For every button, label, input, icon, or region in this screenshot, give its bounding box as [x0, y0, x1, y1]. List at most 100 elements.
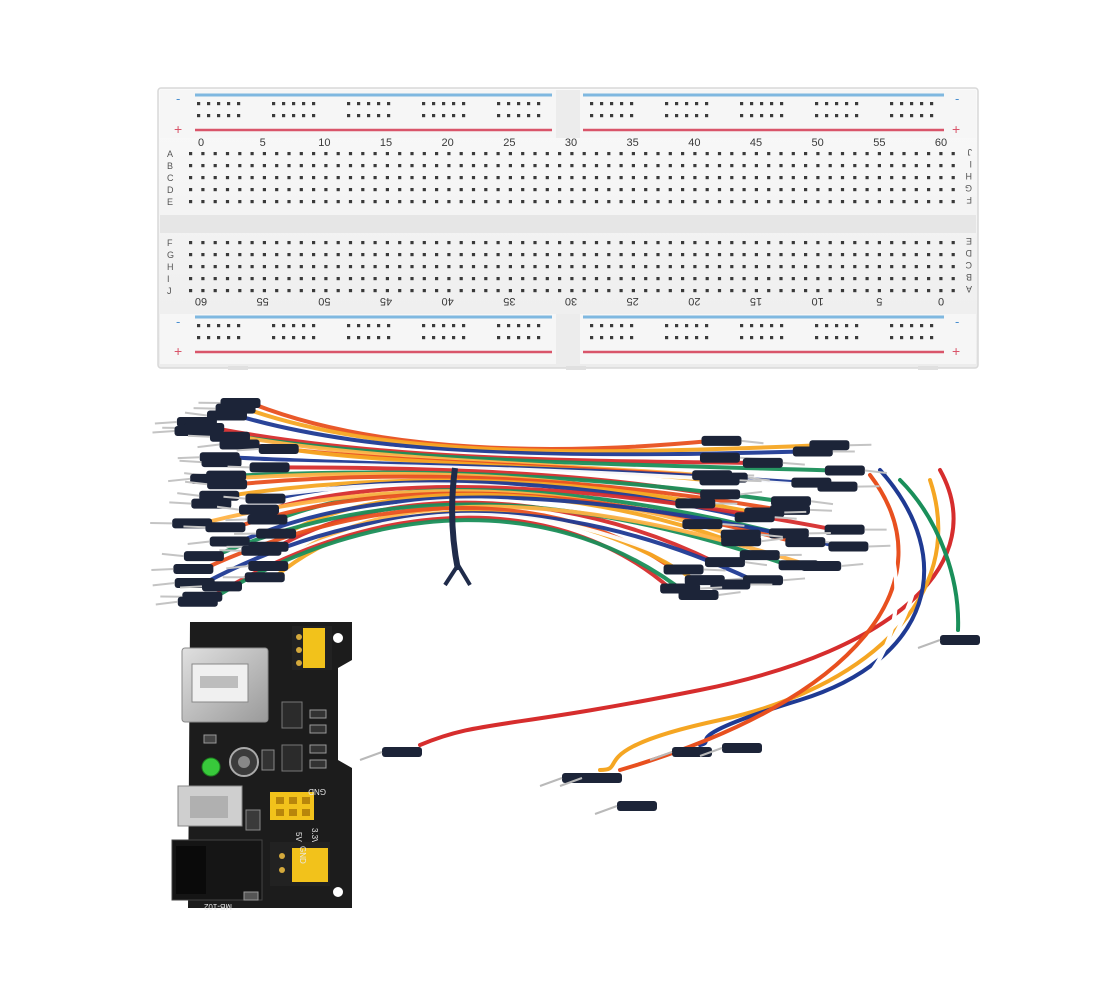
jumper-connector — [682, 519, 723, 530]
bottom-minus-right: - — [955, 314, 959, 329]
jumper-wire-connectors — [150, 397, 980, 815]
jumper-connector — [722, 743, 762, 753]
jumper-connector — [617, 801, 657, 811]
row-letter-left: F — [167, 238, 173, 248]
jumper-connector — [792, 446, 833, 457]
column-number-bottom: 60 — [195, 295, 207, 307]
jumper-connector — [202, 581, 243, 592]
jumper-connector — [734, 512, 775, 523]
label-gnd-mid: GND — [308, 787, 326, 796]
voltage-regulator — [281, 701, 303, 729]
column-number-bottom: 0 — [938, 295, 944, 307]
jumper-connector — [256, 528, 297, 539]
jumper-connector — [700, 489, 741, 500]
jumper-connector — [245, 493, 286, 504]
middle-jumper-header: GND 5V 3.3V — [270, 787, 326, 845]
jumper-connector — [817, 481, 858, 492]
jumper-connector — [382, 747, 422, 757]
mounting-hole — [333, 887, 343, 897]
jumper-connector — [743, 575, 784, 586]
module-model-label: MB-102 — [203, 902, 232, 911]
bottom-minus-left: - — [176, 314, 180, 329]
rail-holes — [197, 102, 934, 340]
row-letter-right: I — [969, 159, 972, 169]
jumper-wire-bundle — [201, 401, 961, 802]
row-letter-right: H — [966, 171, 973, 181]
top-minus-left: - — [176, 91, 180, 106]
jumper-connector — [173, 564, 214, 575]
jumper-connector — [177, 596, 218, 607]
electrolytic-capacitor — [229, 747, 259, 777]
jumper-connector — [785, 537, 826, 548]
row-letter-right: C — [965, 260, 972, 270]
jumper-connector — [675, 498, 716, 509]
top-plus-left: + — [174, 121, 182, 137]
column-number-top: 25 — [503, 137, 515, 149]
jumper-connector — [582, 773, 622, 783]
top-minus-right: - — [955, 91, 959, 106]
column-number-bottom: 20 — [688, 295, 700, 307]
column-number-top: 5 — [260, 137, 266, 149]
top-jumper-header — [292, 626, 332, 670]
jumper-connector — [172, 518, 213, 529]
label-gnd-bottom: GND — [298, 846, 307, 864]
column-number-top: 40 — [688, 137, 700, 149]
jumper-connector — [940, 635, 980, 645]
jumper-connector — [238, 504, 279, 515]
mounting-hole — [333, 633, 343, 643]
jumper-connector — [207, 479, 248, 490]
row-letter-left: G — [167, 250, 174, 260]
jumper-connector — [824, 465, 865, 476]
jumper-connector — [742, 457, 783, 468]
bottom-plus-left: + — [174, 343, 182, 359]
jumper-connector — [244, 572, 285, 583]
power-supply-module: GND 5V 3.3V GND MB-102 — [171, 622, 352, 911]
jumper-connector — [699, 452, 740, 463]
jumper-connector — [201, 457, 242, 468]
jumper-connector — [206, 410, 247, 421]
jumper-connector — [191, 498, 232, 509]
jumper-connector — [824, 524, 865, 535]
label-5v: 5V — [294, 832, 303, 842]
jumper-connector — [663, 564, 704, 575]
row-letter-right: D — [965, 248, 972, 258]
power-led — [201, 757, 221, 777]
voltage-regulator — [281, 744, 303, 772]
jumper-connector — [828, 541, 869, 552]
row-letter-left: C — [167, 173, 174, 183]
cable-tie — [443, 467, 472, 587]
bottom-jumper-header: GND — [270, 842, 330, 886]
column-number-top: 15 — [380, 137, 392, 149]
row-letter-left: I — [167, 274, 170, 284]
column-number-bottom: 45 — [380, 295, 392, 307]
jumper-connector — [258, 444, 299, 455]
jumper-connector — [739, 550, 780, 561]
column-number-bottom: 55 — [257, 295, 269, 307]
jumper-connector — [205, 522, 246, 533]
jumper-connector — [247, 514, 288, 525]
jumper-connector — [174, 426, 215, 437]
column-number-top: 35 — [627, 137, 639, 149]
jumper-connector — [801, 561, 842, 572]
jumper-connector — [209, 431, 250, 442]
jumper-connector — [701, 435, 742, 446]
column-number-top: 50 — [812, 137, 824, 149]
row-letter-left: A — [167, 149, 173, 159]
jumper-connector — [249, 462, 290, 473]
power-switch — [177, 785, 243, 827]
label-33v: 3.3V — [310, 828, 319, 845]
column-number-top: 60 — [935, 137, 947, 149]
jumper-connector — [699, 475, 740, 486]
row-letter-left: D — [167, 185, 174, 195]
row-letter-right: A — [966, 284, 972, 294]
column-number-bottom: 10 — [812, 295, 824, 307]
terminal-holes — [189, 152, 955, 293]
bottom-plus-right: + — [952, 343, 960, 359]
row-letter-left: H — [167, 262, 174, 272]
column-number-top: 0 — [198, 137, 204, 149]
row-letter-right: G — [965, 183, 972, 193]
column-number-top: 10 — [318, 137, 330, 149]
column-number-bottom: 35 — [503, 295, 515, 307]
